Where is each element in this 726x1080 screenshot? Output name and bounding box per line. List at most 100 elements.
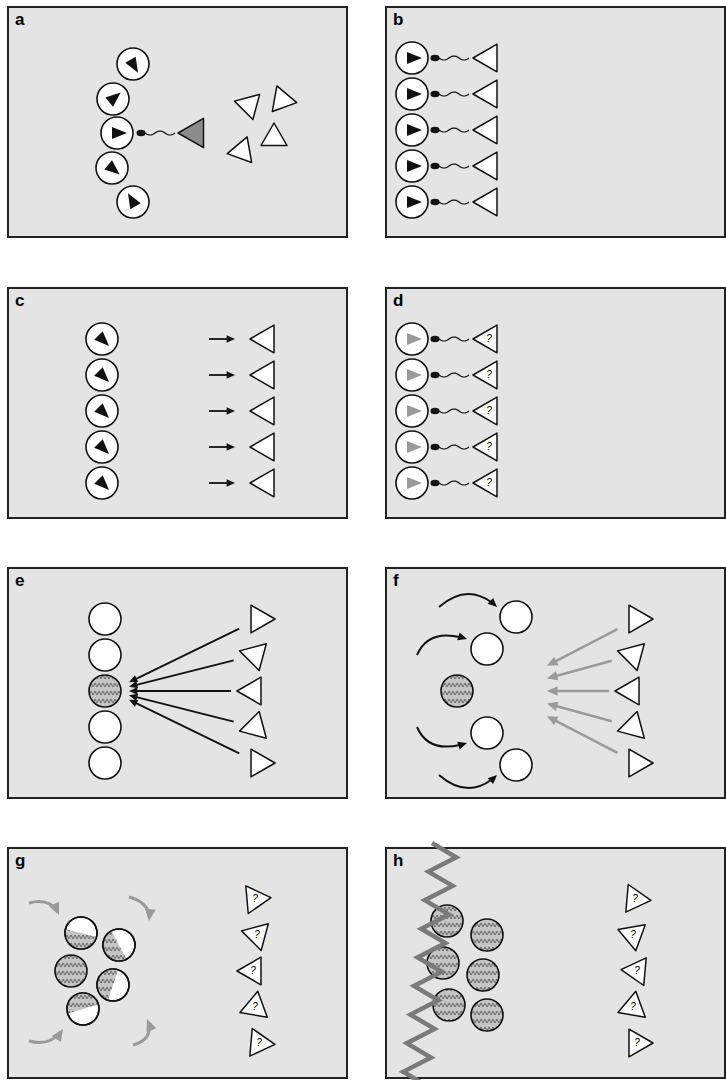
figure-panel: f xyxy=(385,567,726,799)
receptor-mark xyxy=(407,405,422,417)
sperm-tail xyxy=(439,164,469,168)
question-mark: ? xyxy=(486,406,492,416)
cell-triangle xyxy=(250,469,274,497)
illustration-group xyxy=(403,843,503,1080)
sperm-head xyxy=(431,199,440,205)
arrow-head xyxy=(547,671,558,680)
question-mark: ? xyxy=(486,478,492,488)
cell-circle xyxy=(89,747,121,779)
cell-circle xyxy=(471,919,503,951)
triangle-shape xyxy=(237,957,261,985)
sperm-head xyxy=(431,127,440,133)
arrow-line xyxy=(209,410,228,412)
triangle-shape xyxy=(618,991,645,1017)
cell-circle xyxy=(471,633,503,665)
sperm-head xyxy=(431,408,440,414)
cell-triangle xyxy=(251,749,275,777)
sperm-tail xyxy=(439,337,469,341)
sperm-tail xyxy=(439,56,469,60)
cell-triangle xyxy=(178,118,204,147)
cell-triangle xyxy=(272,86,296,112)
question-mark: ? xyxy=(486,370,492,380)
sperm-tail xyxy=(439,481,469,485)
cell-circle xyxy=(396,186,428,218)
cell-circle xyxy=(55,955,87,987)
sperm-tail xyxy=(439,92,469,96)
cell-circle xyxy=(86,359,118,391)
arrow-head xyxy=(488,598,497,607)
triangle-shape xyxy=(618,925,645,951)
panel-letter: a xyxy=(15,11,24,28)
illustration-group xyxy=(86,323,274,499)
panel-illustration xyxy=(387,569,724,797)
question-mark: ? xyxy=(634,966,640,976)
unknown-triangle: ? xyxy=(471,393,507,429)
triangle-shape xyxy=(621,958,646,986)
cell-circle xyxy=(101,117,133,149)
sperm-head xyxy=(431,372,440,378)
cell-triangle xyxy=(473,116,497,144)
receptor-mark xyxy=(94,439,109,454)
cell-outline xyxy=(65,917,97,949)
question-mark: ? xyxy=(254,930,260,940)
arrow-head xyxy=(227,407,235,415)
arrow-line xyxy=(555,706,612,721)
cell-circle xyxy=(89,675,121,707)
cell-circle xyxy=(86,467,118,499)
cell-hatch xyxy=(65,929,96,949)
cell-circle xyxy=(103,929,135,961)
question-mark: ? xyxy=(252,1002,258,1012)
sperm-head xyxy=(137,130,146,136)
figure-panel: d????? xyxy=(385,287,726,519)
unknown-triangle: ? xyxy=(619,953,655,989)
curved-arrow-line xyxy=(439,775,491,788)
arrow-line xyxy=(209,482,228,484)
unknown-triangle: ? xyxy=(471,429,507,465)
zigzag-barrier xyxy=(403,843,456,1080)
figure-panel: a xyxy=(7,6,348,238)
cell-triangle xyxy=(250,361,274,389)
arrow-head xyxy=(129,700,138,707)
arrow-line xyxy=(136,690,231,692)
cell-circle xyxy=(86,395,118,427)
panel-letter: h xyxy=(393,852,403,869)
illustration-group xyxy=(89,603,275,779)
sperm-tail xyxy=(439,445,469,449)
arrow-head xyxy=(227,443,235,451)
question-mark: ? xyxy=(630,930,636,940)
cell-circle xyxy=(97,969,129,1001)
arrow-head xyxy=(547,716,559,725)
cell-triangle xyxy=(629,605,653,633)
arrow-line xyxy=(135,703,239,754)
arrow-head xyxy=(547,686,558,695)
arrow-head xyxy=(129,687,137,695)
triangle-shape xyxy=(242,924,269,951)
cell-circle xyxy=(467,959,499,991)
question-mark: ? xyxy=(250,966,256,976)
arrow-head xyxy=(129,675,138,682)
receptor-mark xyxy=(407,52,422,64)
cell-circle xyxy=(396,150,428,182)
cell-circle xyxy=(86,431,118,463)
cell-triangle xyxy=(237,677,261,705)
curved-arrow-line xyxy=(439,594,491,607)
receptor-mark xyxy=(407,196,422,208)
arrow-head xyxy=(547,702,558,711)
panel-illustration xyxy=(387,849,724,1077)
cell-circle xyxy=(441,675,473,707)
sperm-tail xyxy=(439,200,469,204)
receptor-mark xyxy=(407,124,422,136)
receptor-mark xyxy=(94,367,109,382)
panel-illustration xyxy=(9,8,346,236)
sperm-head xyxy=(431,163,440,169)
cell-triangle xyxy=(250,433,274,461)
triangle-shape xyxy=(626,885,651,913)
unknown-triangle: ? xyxy=(235,953,271,989)
question-mark: ? xyxy=(630,1002,636,1012)
triangle-shape xyxy=(473,325,497,353)
cell-circle xyxy=(396,114,428,146)
cell-circle xyxy=(96,152,128,184)
cell-triangle xyxy=(473,44,497,72)
cell-triangle xyxy=(629,749,653,777)
